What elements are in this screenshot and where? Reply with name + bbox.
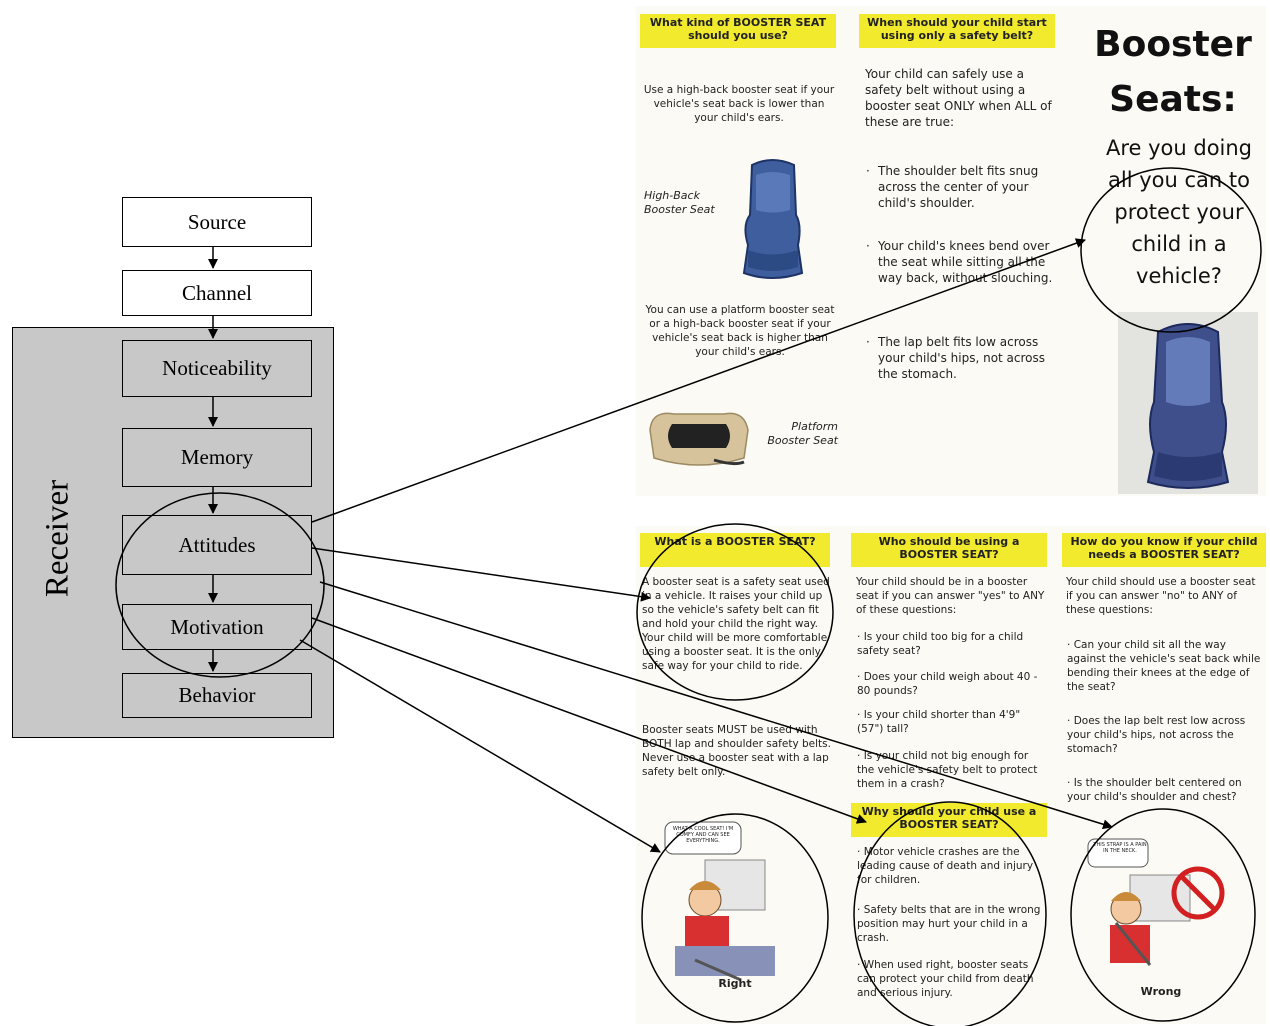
behavior-box: Behavior [122,673,312,718]
platform-booster-seat-image [649,412,749,466]
top-col2-header: When should your child start using only … [859,14,1055,48]
bottom-col1-header-text: What is a BOOSTER SEAT? [654,535,816,548]
why-booster-ellipse [853,801,1047,1026]
bottom-col2-bullet1: · Is your child too big for a child safe… [857,631,1024,657]
bottom-col3-bullet1: · Can your child sit all the way against… [1067,639,1261,693]
bottom-col2-header-text: Who should be using a BOOSTER SEAT? [878,535,1020,561]
top-col1-caption1: High-Back Booster Seat [644,189,715,216]
top-col2-bullet2: Your child's knees bend over the seat wh… [878,239,1053,285]
bottom-col3-bullet3-text: Is the shoulder belt centered on your ch… [1067,777,1242,803]
bottom-col2b-bullet2: · Safety belts that are in the wrong pos… [857,904,1041,944]
brochure-title-line2: Seats: [1109,79,1237,120]
bottom-col3-bullet2: · Does the lap belt rest low across your… [1067,715,1246,755]
bottom-col2-bullet2: · Does your child weigh about 40 - 80 po… [857,671,1038,697]
brochure-title-line1: Booster [1094,24,1252,65]
bottom-col2-bullet2-text: Does your child weigh about 40 - 80 poun… [857,671,1038,697]
bottom-col3-header-text: How do you know if your child needs a BO… [1070,535,1258,561]
top-col1-header-text: What kind of BOOSTER SEAT should you use… [649,16,827,42]
bottom-col2-bullet3: · Is your child shorter than 4'9" (57") … [857,709,1021,735]
wrong-cartoon-ellipse [1070,808,1256,1022]
bullet-dot: · [866,239,870,253]
bottom-col1-text1: A booster seat is a safety seat used in … [642,576,830,672]
wrong-speech-bubble: THIS STRAP IS A PAIN IN THE NECK. [1093,842,1147,854]
top-col1-text2: You can use a platform booster seat or a… [645,304,835,358]
bottom-col2b-bullet2-text: Safety belts that are in the wrong posit… [857,904,1041,944]
behavior-label: Behavior [178,683,256,707]
bottom-col1-header: What is a BOOSTER SEAT? [640,533,830,567]
bottom-col2-bullet1-text: Is your child too big for a child safety… [857,631,1024,657]
top-col1-caption2: Platform Booster Seat [767,420,838,447]
bottom-col3-header: How do you know if your child needs a BO… [1062,533,1266,567]
arrow-to-wrong-cartoon [319,581,1113,830]
top-col2-intro: Your child can safely use a safety belt … [865,67,1052,129]
bottom-col2-intro: Your child should be in a booster seat i… [856,576,1045,616]
top-col2-header-text: When should your child start using only … [867,16,1047,42]
right-caption: Right [718,977,752,990]
bottom-col3-intro: Your child should use a booster seat if … [1066,576,1256,616]
bottom-col3-bullet3: · Is the shoulder belt centered on your … [1067,777,1242,803]
right-cartoon-ellipse [641,813,829,1023]
bullet-dot: · [866,335,870,349]
arrow-to-right-cartoon [299,639,661,853]
motivation-box: Motivation [122,604,312,650]
noticeability-box: Noticeability [122,340,312,397]
brochure-bottom [636,526,1266,1024]
bottom-col2b-bullet3-text: When used right, booster seats can prote… [857,959,1034,999]
right-cartoon-image [664,821,775,982]
bottom-col2b-bullet3: · When used right, booster seats can pro… [857,959,1034,999]
memory-label: Memory [180,445,254,469]
attitudes-motivation-ellipse [115,492,325,678]
bottom-col1-text2: Booster seats MUST be used with BOTH lap… [642,724,831,778]
attitudes-label: Attitudes [178,532,256,557]
bottom-col2-bullet4: · Is your child not big enough for the v… [857,750,1038,790]
wrong-caption: Wrong [1140,985,1182,998]
bottom-col3-bullet1-text: Can your child sit all the way against t… [1067,639,1261,693]
bottom-col2-bullet4-text: Is your child not big enough for the veh… [857,750,1038,790]
bottom-col2-bullet3-text: Is your child shorter than 4'9" (57") ta… [857,709,1021,735]
motivation-label: Motivation [170,614,264,639]
what-is-booster-ellipse [636,523,834,701]
right-speech-bubble: WHAT A COOL SEAT! I'M COMFY AND CAN SEE … [672,826,734,844]
source-label: Source [187,209,247,234]
channel-box: Channel [122,270,312,316]
bottom-col2b-bullet1: · Motor vehicle crashes are the leading … [857,846,1034,886]
top-col1-header: What kind of BOOSTER SEAT should you use… [640,14,836,48]
subtitle-ellipse [1080,167,1262,333]
top-col1-text1: Use a high-back booster seat if your veh… [643,84,835,124]
attitudes-box: Attitudes [122,515,312,575]
bottom-col2b-bullet1-text: Motor vehicle crashes are the leading ca… [857,846,1034,886]
source-box: Source [122,197,312,247]
bullet-dot: · [866,164,870,178]
memory-box: Memory [122,428,312,487]
bottom-col3-bullet2-text: Does the lap belt rest low across your c… [1067,715,1246,755]
noticeability-label: Noticeability [162,356,272,380]
arrow-to-what-is-booster [311,547,651,602]
channel-label: Channel [182,280,252,305]
brochure-subtitle: Are you doing all you can to protect you… [1105,136,1253,288]
high-back-booster-photo [1118,312,1258,494]
bottom-col2-header: Who should be using a BOOSTER SEAT? [851,533,1047,567]
high-back-booster-seat-image [742,159,804,279]
top-col2-bullet3: The lap belt fits low across your child'… [878,335,1046,381]
top-col2-bullet1: The shoulder belt fits snug across the c… [878,164,1039,210]
arrow-to-subtitle [311,238,1086,523]
wrong-cartoon-image [1087,838,1225,966]
arrow-to-why-booster [311,617,867,824]
